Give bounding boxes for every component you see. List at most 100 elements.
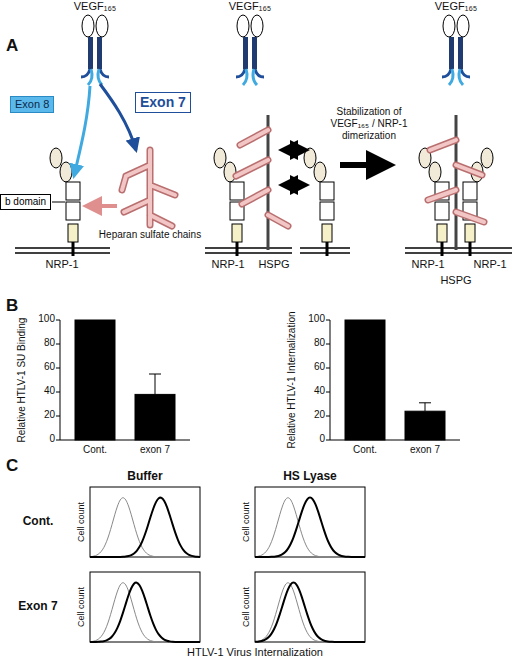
art-part	[100, 84, 136, 150]
molecule-name: VEGF₁₆₅	[229, 0, 272, 13]
art-part	[455, 115, 458, 250]
exon-box: Exon 8	[10, 96, 54, 113]
art-part	[236, 130, 288, 226]
art-part	[405, 252, 512, 254]
tick-mark	[56, 344, 60, 345]
tick-label: 60	[44, 361, 55, 373]
tick-label: 40	[314, 385, 325, 397]
molecule-name: VEGF₁₆₅	[435, 0, 478, 13]
part-name: NRP-1	[211, 258, 244, 271]
tick-label: 0	[319, 433, 325, 445]
art-part	[15, 252, 110, 254]
tick-mark	[56, 320, 60, 321]
box-text: b domain	[5, 196, 46, 207]
column-header: Buffer	[127, 469, 162, 483]
art-part	[405, 411, 445, 440]
axis-title: Cell count	[76, 587, 87, 627]
art-part	[428, 140, 484, 222]
part-name: NRP-1	[45, 258, 78, 271]
art-part	[282, 148, 306, 152]
tick-mark	[326, 320, 330, 321]
tick-mark	[326, 392, 330, 393]
box-text: Exon 8	[15, 98, 49, 110]
tick-mark	[326, 368, 330, 369]
axis-title: Relative HTLV-1 SU Binding	[16, 318, 28, 443]
column-header: HS Lyase	[283, 469, 337, 483]
art-part	[205, 247, 292, 249]
tick-mark	[56, 440, 60, 441]
category-label: exon 7	[140, 444, 170, 456]
part-name: Heparan sulfate chains	[98, 229, 202, 241]
art-part	[122, 150, 175, 226]
panel-letter: B	[6, 296, 18, 316]
art-part	[463, 148, 493, 256]
tick-mark	[56, 368, 60, 369]
tick-label: 80	[44, 337, 55, 349]
tick-label: 80	[314, 337, 325, 349]
panel-letter: C	[6, 456, 18, 476]
art-part	[86, 204, 117, 208]
virus-histogram	[255, 498, 365, 557]
part-name: HSPG	[258, 258, 289, 271]
tick-label: 20	[44, 409, 55, 421]
part-name: NRP-1	[411, 258, 444, 271]
control-histogram	[255, 498, 365, 557]
category-label: Cont.	[353, 444, 377, 456]
art-part	[345, 320, 385, 440]
art-part	[304, 148, 334, 256]
category-label: exon 7	[410, 444, 440, 456]
tick-label: 40	[44, 385, 55, 397]
art-part	[236, 15, 264, 85]
art-part	[405, 247, 512, 249]
category-label: Cont.	[83, 444, 107, 456]
tick-mark	[326, 416, 330, 417]
art-part	[122, 150, 175, 226]
art-part	[236, 130, 288, 226]
art-part	[419, 403, 431, 411]
tick-label: 0	[49, 433, 55, 445]
art-part	[205, 252, 292, 254]
step-note: Stabilization of VEGF₁₆₅ / NRP-1 dimeriz…	[328, 106, 410, 142]
part-name: HSPG	[440, 274, 471, 287]
box-text: Exon 7	[140, 94, 186, 110]
domain-box: b domain	[0, 194, 51, 210]
art-part	[74, 86, 90, 176]
panel-letter: A	[6, 36, 18, 56]
tick-mark	[326, 440, 330, 441]
row-label: Exon 7	[18, 599, 57, 613]
axis-title: Relative HTLV-1 Internalization	[286, 311, 298, 448]
art-part	[75, 320, 115, 440]
part-name: NRP-1	[473, 258, 506, 271]
histogram-frame	[255, 572, 365, 642]
tick-mark	[326, 344, 330, 345]
bar-charts	[60, 320, 460, 440]
art-part	[122, 150, 175, 226]
tick-mark	[56, 392, 60, 393]
art-part	[340, 162, 390, 168]
art-part	[236, 130, 288, 226]
art-part	[300, 252, 350, 254]
axis-title: Cell count	[241, 502, 252, 542]
row-label: Cont.	[23, 514, 54, 528]
molecule-name: VEGF₁₆₅	[74, 0, 117, 13]
histogram-frame	[90, 487, 200, 557]
virus-histogram	[255, 583, 365, 642]
tick-label: 100	[38, 313, 55, 325]
art-part	[428, 140, 484, 222]
histogram-frame	[255, 487, 365, 557]
control-histogram	[90, 583, 200, 642]
axis-title: Cell count	[241, 587, 252, 627]
art-part	[60, 320, 190, 440]
art-part	[135, 394, 175, 440]
virus-histogram	[90, 498, 200, 557]
art-part	[330, 320, 460, 440]
panel-a-art	[15, 15, 512, 256]
art-part	[300, 247, 350, 249]
control-histogram	[255, 583, 365, 642]
art-part	[52, 202, 65, 203]
axis-title: Cell count	[76, 502, 87, 542]
art-part	[419, 148, 449, 256]
exon-box: Exon 7	[135, 92, 191, 113]
